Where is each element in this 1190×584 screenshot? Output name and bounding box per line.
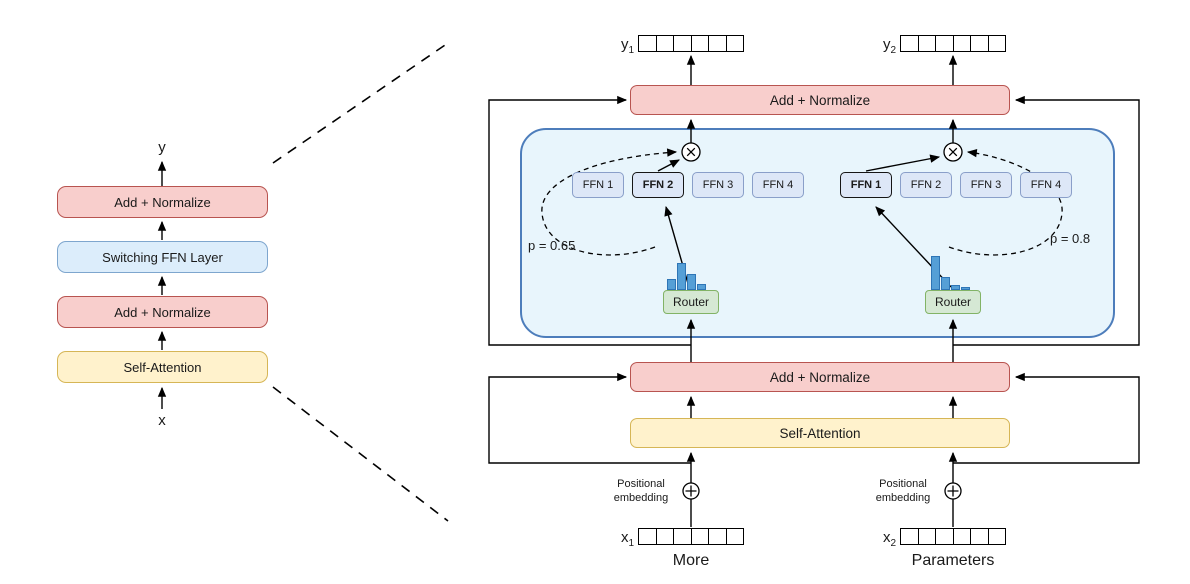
- token-cell: [971, 529, 989, 544]
- probability-label-right: p = 0.8: [1050, 231, 1091, 246]
- mini-self-attention: Self-Attention: [57, 351, 268, 383]
- router-histogram-left: [667, 250, 706, 290]
- token-cell: [919, 529, 936, 544]
- token-cell: [709, 529, 727, 544]
- token-cell: [692, 36, 709, 51]
- ffn-4-left: FFN 4: [752, 172, 804, 198]
- ffn-3-right: FFN 3: [960, 172, 1012, 198]
- switching-ffn-layer-container: [520, 128, 1115, 338]
- token-cell: [936, 36, 954, 51]
- caption-more: More: [672, 552, 710, 569]
- ffn-1-right: FFN 1: [840, 172, 892, 198]
- ffn-2-left: FFN 2: [632, 172, 684, 198]
- ffn-3-left: FFN 3: [692, 172, 744, 198]
- positional-embedding-label-right: Positional embedding: [875, 478, 931, 505]
- token-cell: [901, 36, 919, 51]
- plus-icon: [944, 482, 962, 500]
- output-token-label-y2: y2: [874, 36, 896, 56]
- self-attention-bar: Self-Attention: [630, 418, 1010, 448]
- plus-icon: [682, 482, 700, 500]
- token-cell: [639, 529, 657, 544]
- ffn-2-right: FFN 2: [900, 172, 952, 198]
- y2-base: y: [882, 36, 891, 53]
- positional-embedding-label-left: Positional embedding: [613, 478, 669, 505]
- add-normalize-middle-bar: Add + Normalize: [630, 362, 1010, 392]
- input-label-x: x: [158, 412, 166, 429]
- token-cell: [919, 36, 936, 51]
- ffn-4-right: FFN 4: [1020, 172, 1072, 198]
- y1-sub: 1: [628, 45, 634, 56]
- x1-base: x: [620, 529, 629, 546]
- histogram-bar: [677, 263, 686, 290]
- router-histogram-right: [931, 250, 970, 290]
- histogram-bar: [931, 256, 940, 290]
- histogram-bar: [687, 274, 696, 290]
- router-right: Router: [925, 290, 981, 314]
- token-cell: [709, 36, 727, 51]
- router-left: Router: [663, 290, 719, 314]
- token-cell: [901, 529, 919, 544]
- histogram-bar: [697, 284, 706, 290]
- input-token-box-x1: [638, 528, 744, 545]
- token-cell: [674, 529, 692, 544]
- mini-add-normalize-top: Add + Normalize: [57, 186, 268, 218]
- zoom-connector-lines: [272, 42, 449, 522]
- mini-switching-ffn-layer: Switching FFN Layer: [57, 241, 268, 273]
- token-cell: [936, 529, 954, 544]
- x2-base: x: [882, 529, 891, 546]
- x1-sub: 1: [628, 538, 634, 549]
- token-cell: [989, 36, 1006, 51]
- y2-sub: 2: [890, 45, 896, 56]
- token-cell: [657, 529, 674, 544]
- token-cell: [727, 529, 744, 544]
- token-cell: [954, 529, 971, 544]
- ffn-1-left: FFN 1: [572, 172, 624, 198]
- output-token-box-y2: [900, 35, 1006, 52]
- token-cell: [639, 36, 657, 51]
- output-token-box-y1: [638, 35, 744, 52]
- token-cell: [657, 36, 674, 51]
- output-token-label-y1: y1: [612, 36, 634, 56]
- input-token-label-x2: x2: [874, 529, 896, 549]
- token-cell: [989, 529, 1006, 544]
- token-cell: [727, 36, 744, 51]
- token-cell: [971, 36, 989, 51]
- add-normalize-top-bar: Add + Normalize: [630, 85, 1010, 115]
- token-cell: [954, 36, 971, 51]
- mini-add-normalize-bottom: Add + Normalize: [57, 296, 268, 328]
- x2-sub: 2: [890, 538, 896, 549]
- output-label-y: y: [158, 139, 166, 156]
- histogram-bar: [941, 277, 950, 290]
- token-cell: [674, 36, 692, 51]
- token-cell: [692, 529, 709, 544]
- y1-base: y: [620, 36, 629, 53]
- input-token-box-x2: [900, 528, 1006, 545]
- input-token-label-x1: x1: [612, 529, 634, 549]
- probability-label-left: p = 0.65: [528, 238, 576, 253]
- caption-parameters: Parameters: [911, 552, 995, 569]
- histogram-bar: [667, 279, 676, 290]
